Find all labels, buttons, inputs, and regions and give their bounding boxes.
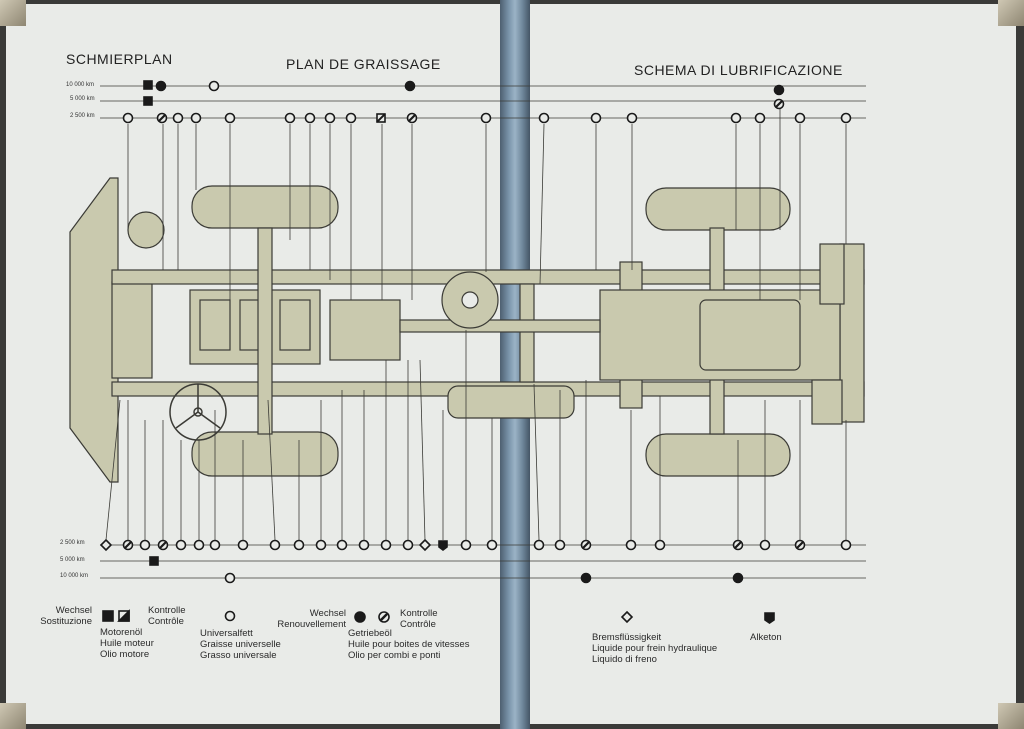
corner-protector xyxy=(998,0,1024,26)
interval-label-5000-top: 5 000 km xyxy=(70,96,95,102)
steering-wheel xyxy=(169,383,227,441)
chassis-drawing xyxy=(69,177,865,483)
grease-point-marker xyxy=(304,112,316,124)
grease-point-marker xyxy=(730,112,742,124)
grease-point-marker xyxy=(284,112,296,124)
legend-brake-fluid-symbol xyxy=(620,610,634,624)
grease-point-marker xyxy=(538,112,550,124)
grease-point-marker xyxy=(358,539,370,551)
grease-point-marker xyxy=(237,539,249,551)
corner-protector xyxy=(0,0,26,26)
rear-wheel-top xyxy=(645,187,791,231)
engine-oil-change-marker xyxy=(143,96,153,106)
alketon-marker xyxy=(438,540,448,551)
grease-point-marker xyxy=(840,112,852,124)
grease-point-marker xyxy=(224,112,236,124)
grease-point-marker xyxy=(336,539,348,551)
interval-label-10000-bottom: 10 000 km xyxy=(60,573,89,579)
engine-oil-change-marker xyxy=(149,556,159,566)
grease-point-marker xyxy=(175,539,187,551)
grease-point-marker xyxy=(122,112,134,124)
grease-point-marker xyxy=(190,112,202,124)
legend-gear-oil-change-symbol xyxy=(354,611,366,623)
interval-label-5000-bottom: 5 000 km xyxy=(60,557,85,563)
air-filter xyxy=(127,211,165,249)
grease-point-marker xyxy=(402,539,414,551)
grease-point-marker xyxy=(654,539,666,551)
interval-label-10000-top: 10 000 km xyxy=(66,82,95,88)
gear-oil-change-marker xyxy=(155,80,167,92)
grease-point-marker xyxy=(460,539,472,551)
grease-point-marker xyxy=(794,112,806,124)
grease-point-marker xyxy=(380,539,392,551)
top-markers xyxy=(122,80,852,124)
gear-oil-change-marker xyxy=(580,572,592,584)
front-bumper xyxy=(69,177,119,483)
grease-point-marker xyxy=(193,539,205,551)
title-french: PLAN DE GRAISSAGE xyxy=(286,56,441,72)
corner-protector xyxy=(0,703,26,729)
brake-fluid-marker xyxy=(418,538,432,552)
front-axle xyxy=(257,227,273,435)
legend-alketon-symbol xyxy=(764,612,775,624)
grease-point-marker xyxy=(345,112,357,124)
legend-symbols xyxy=(102,609,775,624)
leader-lines xyxy=(105,104,847,541)
grease-point-marker xyxy=(626,112,638,124)
grease-point-marker xyxy=(590,112,602,124)
grease-point-marker xyxy=(209,539,221,551)
grease-point-marker xyxy=(480,112,492,124)
grease-point-marker xyxy=(315,539,327,551)
legend-grease-symbol xyxy=(224,610,236,622)
legend-engine-oil-change-symbol xyxy=(102,610,114,622)
bottom-markers xyxy=(99,538,852,584)
grease-point-marker xyxy=(759,539,771,551)
grease-point-marker xyxy=(840,539,852,551)
title-german: SCHMIERPLAN xyxy=(66,51,173,67)
rear-differential xyxy=(699,299,801,371)
engine-oil-change-marker xyxy=(143,80,153,90)
grease-point-marker xyxy=(208,80,220,92)
grease-point-marker xyxy=(293,539,305,551)
corner-protector xyxy=(998,703,1024,729)
grease-point-marker xyxy=(224,572,236,584)
grease-point-marker xyxy=(172,112,184,124)
gear-oil-change-marker xyxy=(773,84,785,96)
fuel-tank xyxy=(447,385,575,419)
title-italian: SCHEMA DI LUBRIFICAZIONE xyxy=(634,62,843,78)
interval-label-2500-top: 2 500 km xyxy=(70,113,95,119)
gearbox xyxy=(329,299,401,361)
front-wheel-bottom xyxy=(191,431,339,477)
grease-point-marker xyxy=(533,539,545,551)
grease-point-marker xyxy=(625,539,637,551)
grease-point-marker xyxy=(269,539,281,551)
radiator xyxy=(111,281,153,379)
gear-oil-change-marker xyxy=(732,572,744,584)
gear-oil-change-marker xyxy=(404,80,416,92)
grease-point-marker xyxy=(754,112,766,124)
interval-label-2500-bottom: 2 500 km xyxy=(60,540,85,546)
legend-alketon-label: Alketon xyxy=(750,632,782,643)
grease-point-marker xyxy=(139,539,151,551)
rear-wheel-bottom xyxy=(645,433,791,477)
grease-point-marker xyxy=(554,539,566,551)
grease-point-marker xyxy=(486,539,498,551)
grease-point-marker xyxy=(324,112,336,124)
front-wheel-top xyxy=(191,185,339,229)
brake-fluid-marker xyxy=(99,538,113,552)
